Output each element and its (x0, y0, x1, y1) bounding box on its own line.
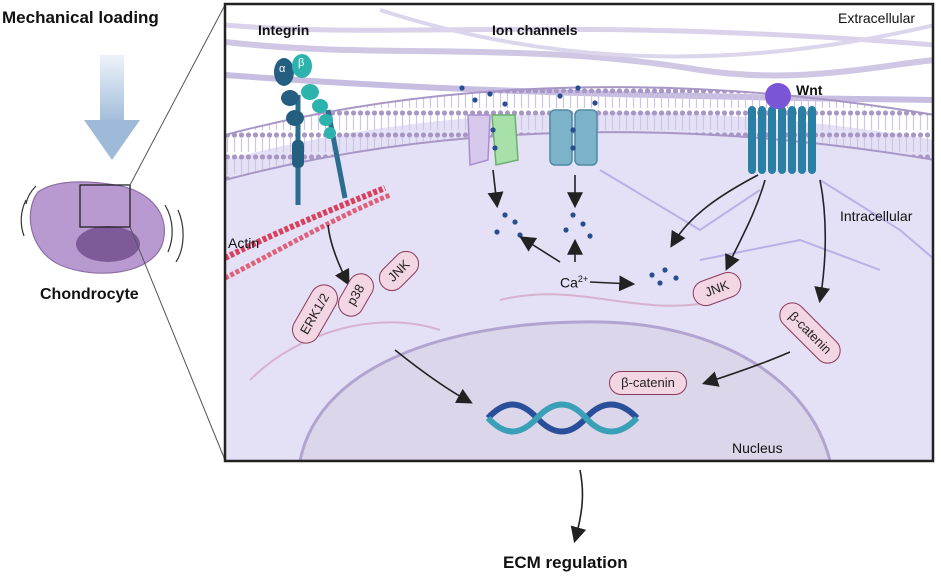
inset-border (223, 2, 935, 463)
integrin-receptor (274, 54, 348, 205)
zoom-line-top (129, 4, 226, 186)
integrin-alpha-label: α (279, 63, 286, 75)
beta-catenin-nucleus-pill: β-catenin (609, 371, 687, 395)
calcium-label: Ca2+ (560, 274, 589, 291)
integrin-beta-label: β (298, 57, 305, 69)
dna-helix (485, 401, 640, 435)
nucleus-label: Nucleus (732, 440, 783, 456)
ion-channel-left (467, 114, 519, 166)
wnt-label: Wnt (796, 82, 823, 98)
zoom-line-bottom (129, 226, 226, 461)
intracellular-label: Intracellular (840, 208, 913, 224)
extracellular-label: Extracellular (838, 10, 916, 26)
calcium-ions (459, 85, 679, 286)
zoom-box (79, 184, 131, 228)
signal-arrows (327, 169, 831, 404)
integrin-label: Integrin (258, 22, 310, 38)
wnt-receptor (748, 83, 816, 174)
ion-channels-label: Ion channels (492, 22, 578, 38)
chondrocyte-label: Chondrocyte (40, 286, 139, 303)
mechanical-loading-arrow (84, 55, 140, 160)
inset-scene (225, 4, 933, 461)
ion-channel-right (549, 109, 598, 166)
output-arrow (570, 469, 587, 544)
mechanical-loading-label: Mechanical loading (2, 8, 159, 27)
actin-label: Actin (228, 235, 260, 251)
ecm-regulation-label: ECM regulation (503, 553, 628, 572)
